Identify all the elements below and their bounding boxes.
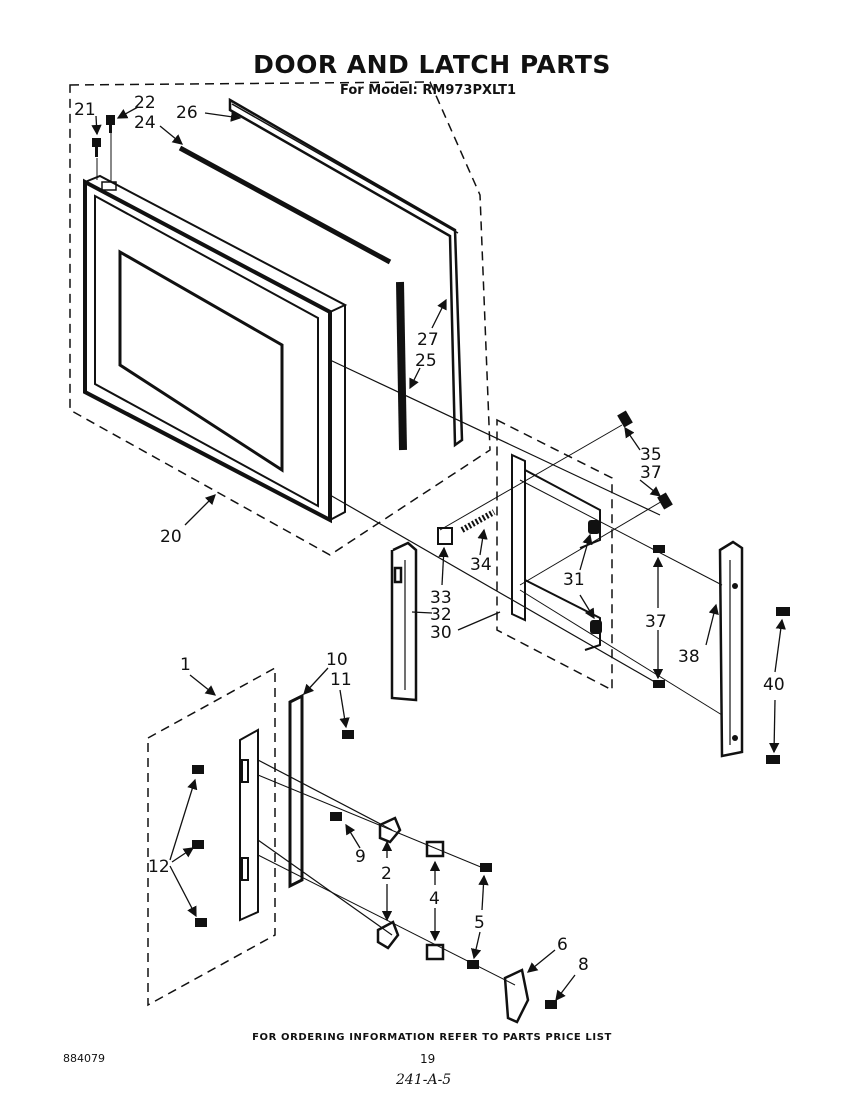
screw-5-a [480, 863, 492, 872]
screw-5-b [467, 960, 479, 969]
switch-6 [503, 968, 530, 1024]
door-handle-32 [390, 541, 418, 702]
interlock-group-boundary [147, 666, 276, 1007]
screw-9 [330, 812, 342, 821]
callout-4: 4 [429, 889, 440, 909]
callout-24: 24 [134, 113, 156, 133]
screw-40-a [776, 607, 790, 616]
document-code: 884079 [63, 1052, 105, 1065]
callout-10: 10 [326, 650, 348, 670]
switch-2-lower [376, 920, 400, 950]
latch-33 [437, 527, 453, 545]
screw-37-upper [657, 492, 673, 510]
page-number: 19 [420, 1052, 436, 1066]
callout-40: 40 [763, 675, 785, 695]
callout-arrows [91, 106, 786, 1002]
callout-26: 26 [176, 103, 198, 123]
callout-38: 38 [678, 647, 700, 667]
callout-2: 2 [381, 864, 392, 884]
plate-10 [288, 693, 304, 889]
callout-5: 5 [474, 913, 485, 933]
screw-12-c [195, 918, 207, 927]
callout-27: 27 [417, 330, 439, 350]
page-title: DOOR AND LATCH PARTS [253, 50, 611, 79]
callout-25: 25 [415, 351, 437, 371]
screw-12-a [192, 765, 204, 774]
latch-plate [511, 453, 601, 651]
callout-21: 21 [74, 100, 96, 120]
screw-21 [92, 138, 101, 157]
choke-strip-25 [396, 281, 407, 451]
callout-37-upper: 37 [640, 463, 662, 483]
callout-37-lower: 37 [645, 612, 667, 632]
screw-37-a [653, 545, 665, 553]
switch-2-upper [378, 816, 402, 844]
callout-35: 35 [640, 445, 662, 465]
interlock-bracket [239, 728, 259, 922]
callout-11: 11 [330, 670, 352, 690]
handwritten-note: 241-A-5 [396, 1072, 452, 1088]
callout-22: 22 [134, 93, 156, 113]
ordering-footer: FOR ORDERING INFORMATION REFER TO PARTS … [252, 1032, 612, 1043]
screw-22 [106, 115, 115, 133]
screw-37-b [653, 680, 665, 688]
callout-20: 20 [160, 527, 182, 547]
latch-hooks-31 [588, 520, 602, 634]
choke-strip-24 [178, 145, 392, 265]
callout-34: 34 [470, 555, 492, 575]
door-seal [228, 97, 464, 448]
callout-12: 12 [148, 857, 170, 877]
actuator-4-upper [425, 840, 445, 858]
model-subtitle: For Model: RM973PXLT1 [340, 83, 517, 98]
screw-11 [342, 730, 354, 739]
callout-1: 1 [180, 655, 191, 675]
actuator-4-lower [425, 943, 445, 961]
screw-35 [617, 410, 633, 428]
screw-8 [545, 1000, 557, 1009]
latch-group-boundary [496, 418, 613, 692]
callout-6: 6 [557, 935, 568, 955]
callout-31: 31 [563, 570, 585, 590]
hinge-screws [732, 583, 738, 741]
door-assembly [83, 174, 348, 524]
hinge-cover-38 [718, 540, 744, 758]
callout-30: 30 [430, 623, 452, 643]
callout-33: 33 [430, 588, 452, 608]
callout-32: 32 [430, 605, 452, 625]
callout-9: 9 [355, 847, 366, 867]
door-group-boundary [69, 81, 491, 556]
screw-40-b [766, 755, 780, 764]
screw-12-b [192, 840, 204, 849]
callout-8: 8 [578, 955, 589, 975]
